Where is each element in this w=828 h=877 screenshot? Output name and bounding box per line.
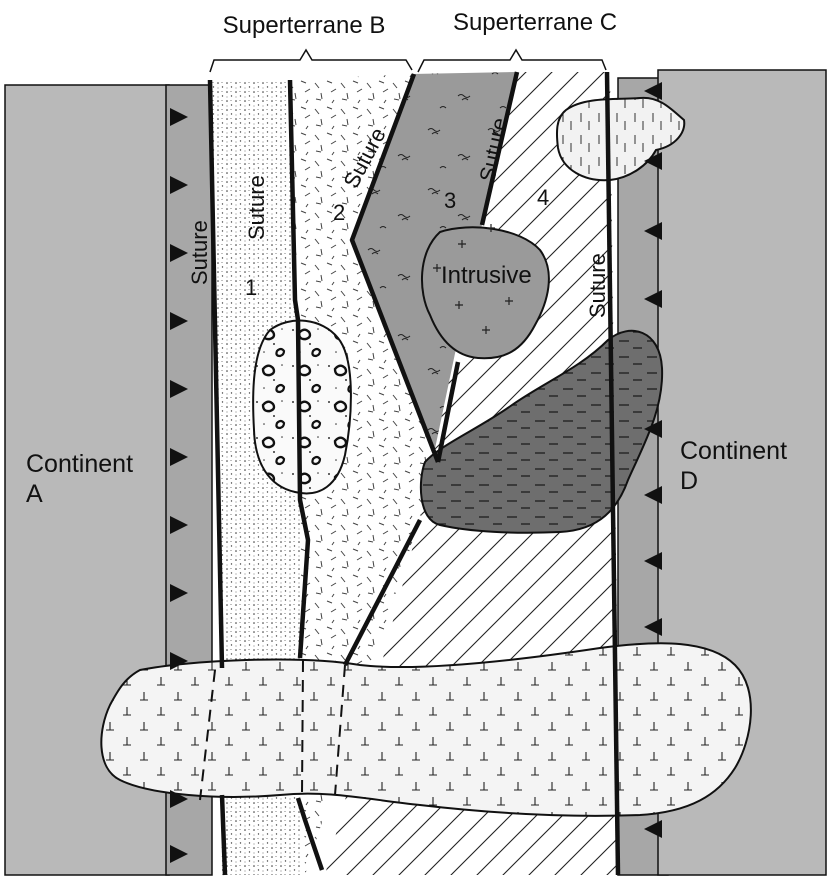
suture-label-4-d: Suture [585,253,610,318]
conglomerate-body [253,321,351,494]
suture-label-a: Suture [187,220,212,285]
continent-d-label-1: Continent [680,437,787,465]
overlap-body [101,643,751,816]
bracket-superterrane-b [210,50,412,72]
terrane-4-label: 4 [537,185,549,210]
superterrane-b-label: Superterrane B [223,12,386,39]
continent-a-label-1: Continent [26,450,133,478]
bracket-superterrane-c [418,50,606,72]
terrane-2-label: 2 [333,200,345,225]
intrusive-label: Intrusive [441,262,532,289]
continent-d-label-2: D [680,467,698,495]
continent-a-label-2: A [26,480,43,508]
terrane-3-label: 3 [444,188,456,213]
suture-label-1: Suture [244,175,269,240]
superterrane-c-label: Superterrane C [453,9,617,36]
terrane-1-label: 1 [245,275,257,300]
